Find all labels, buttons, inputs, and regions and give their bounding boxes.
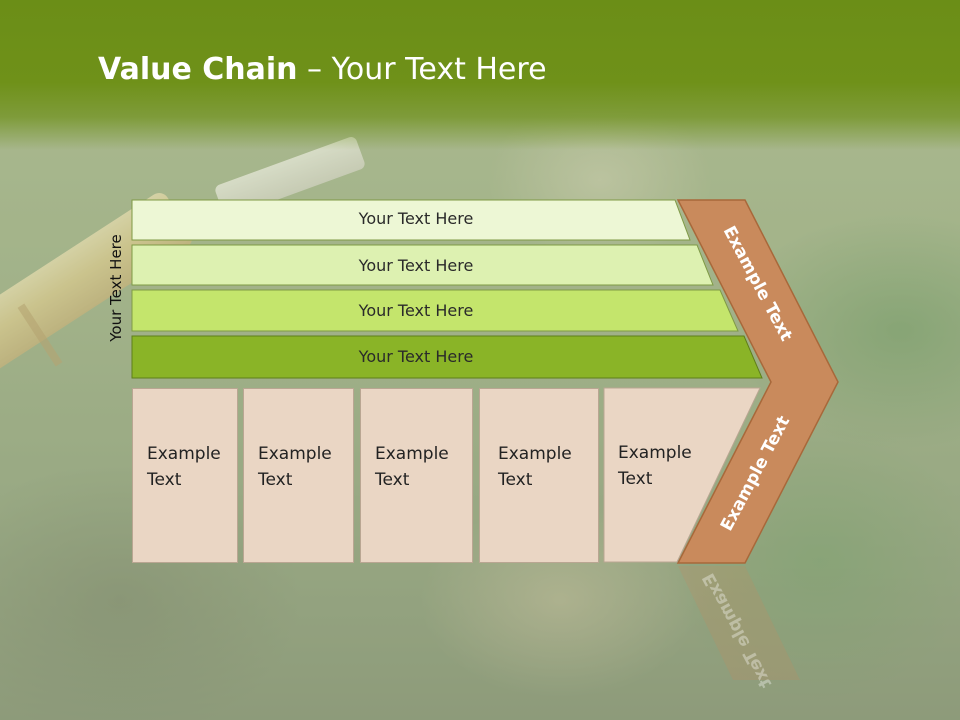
- title-bar: Value Chain – Your Text Here: [0, 0, 960, 150]
- bar-label-2: Your Text Here: [358, 256, 474, 275]
- bar-label-3: Your Text Here: [358, 301, 474, 320]
- column-2-line1: Example: [258, 444, 332, 464]
- column-3-line1: Example: [375, 444, 449, 464]
- column-3-line2: Text: [375, 470, 410, 490]
- column-2-line2: Text: [258, 470, 293, 490]
- slide-title: Value Chain – Your Text Here: [98, 52, 547, 87]
- column-1-line2: Text: [147, 470, 182, 490]
- bar-shape-1: [131, 199, 691, 241]
- bar-shape-3: [131, 289, 739, 332]
- column-1-line1: Example: [147, 444, 221, 464]
- column-4-line2: Text: [498, 470, 533, 490]
- column-4-line1: Example: [498, 444, 572, 464]
- column-5-line2: Text: [618, 469, 653, 489]
- chevron-reflection: [678, 566, 800, 680]
- bar-label-4: Your Text Here: [358, 347, 474, 366]
- bar-shape-2: [131, 244, 714, 286]
- bar-shape-4: [131, 335, 763, 379]
- column-5-line1: Example: [618, 443, 692, 463]
- title-rest: – Your Text Here: [297, 52, 547, 87]
- chevron-shape: [676, 199, 839, 564]
- title-bold: Value Chain: [98, 52, 298, 87]
- bar-label-1: Your Text Here: [358, 209, 474, 228]
- column-5-shape: [603, 387, 761, 563]
